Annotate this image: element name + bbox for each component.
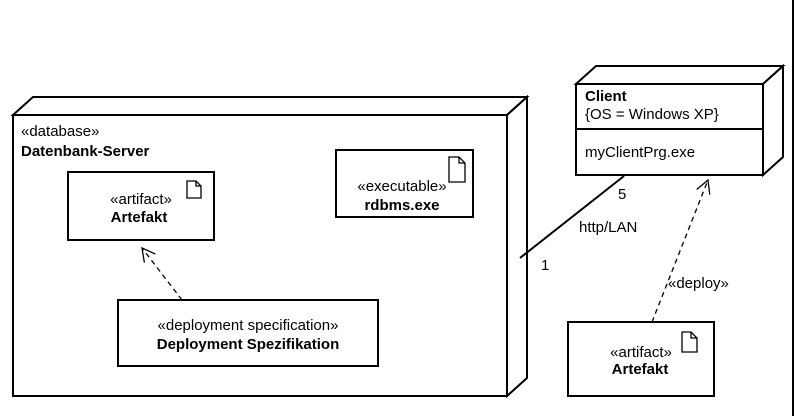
executable-name: rdbms.exe (364, 197, 439, 214)
deployment-spec[interactable]: «deployment specification» Deployment Sp… (117, 299, 379, 367)
artifact-document-icon (186, 180, 202, 199)
artifact-inner[interactable]: «artifact» Artefakt (67, 171, 215, 241)
deploy-label: «deploy» (668, 275, 729, 292)
multiplicity-client: 5 (618, 186, 626, 203)
client-node[interactable]: Client {OS = Windows XP} myClientPrg.exe (573, 63, 786, 178)
deployment-spec-stereotype: «deployment specification» (158, 317, 339, 334)
artifact-outer[interactable]: «artifact» Artefakt (567, 321, 715, 397)
executable-artifact[interactable]: «executable» rdbms.exe (335, 149, 474, 218)
association-line[interactable] (519, 175, 625, 259)
association-label: http/LAN (579, 219, 637, 236)
server-stereotype: «database» (21, 123, 99, 140)
executable-document-icon (448, 156, 466, 183)
artifact-inner-name: Artefakt (111, 209, 168, 226)
artifact-outer-stereotype: «artifact» (610, 344, 672, 361)
deploy-dependency-arrow[interactable] (651, 178, 711, 323)
executable-stereotype: «executable» (357, 178, 446, 195)
spec-dependency-arrow[interactable] (141, 246, 183, 301)
deployment-spec-name: Deployment Spezifikation (157, 336, 340, 353)
multiplicity-server: 1 (541, 257, 549, 274)
client-name: Client (585, 88, 627, 105)
artifact-outer-name: Artefakt (612, 361, 669, 378)
artifact-inner-stereotype: «artifact» (110, 191, 172, 208)
server-name: Datenbank-Server (21, 143, 150, 160)
client-item: myClientPrg.exe (585, 144, 695, 161)
artifact-outer-document-icon (681, 331, 698, 353)
client-property: {OS = Windows XP} (585, 106, 719, 123)
